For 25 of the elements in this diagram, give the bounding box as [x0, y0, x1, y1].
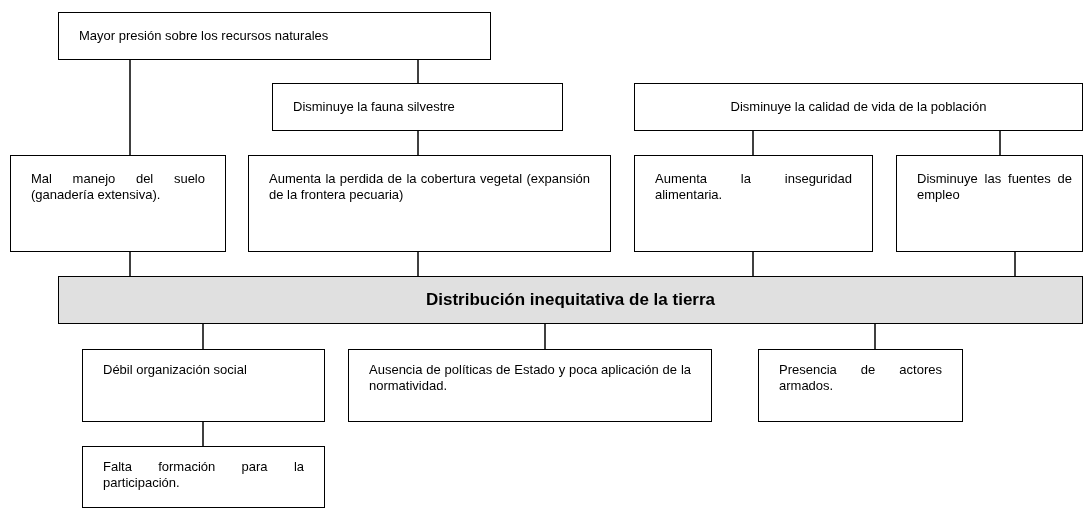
connector-line — [202, 323, 204, 350]
connector-line — [752, 130, 754, 156]
text-box: Disminuye las fuentes de empleo — [896, 155, 1083, 252]
text-box: Disminuye la fauna silvestre — [272, 83, 563, 131]
text-box: Aumenta la perdida de la cobertura vegetal (expansión de la frontera pecuaria) — [248, 155, 611, 252]
connector-line — [129, 251, 131, 277]
connector-line — [999, 130, 1001, 156]
text-box: Débil organización social — [82, 349, 325, 422]
text-box: Mal manejo del suelo (ganadería extensiva). — [10, 155, 226, 252]
connector-line — [202, 421, 204, 447]
connector-line — [417, 130, 419, 156]
text-box: Aumenta la inseguridad alimentaria. — [634, 155, 873, 252]
text-box: Mayor presión sobre los recursos naturales — [58, 12, 491, 60]
connector-line — [874, 323, 876, 350]
text-box: Disminuye la calidad de vida de la población — [634, 83, 1083, 131]
central-problem-box: Distribución inequitativa de la tierra — [58, 276, 1083, 324]
connector-line — [417, 59, 419, 84]
text-box: Ausencia de políticas de Estado y poca aplicación de la normatividad. — [348, 349, 712, 422]
connector-line — [129, 59, 131, 156]
connector-line — [544, 323, 546, 350]
connector-line — [752, 251, 754, 277]
connector-line — [1014, 251, 1016, 277]
connector-line — [417, 251, 419, 277]
text-box: Presencia de actores armados. — [758, 349, 963, 422]
text-box: Falta formación para la participación. — [82, 446, 325, 508]
